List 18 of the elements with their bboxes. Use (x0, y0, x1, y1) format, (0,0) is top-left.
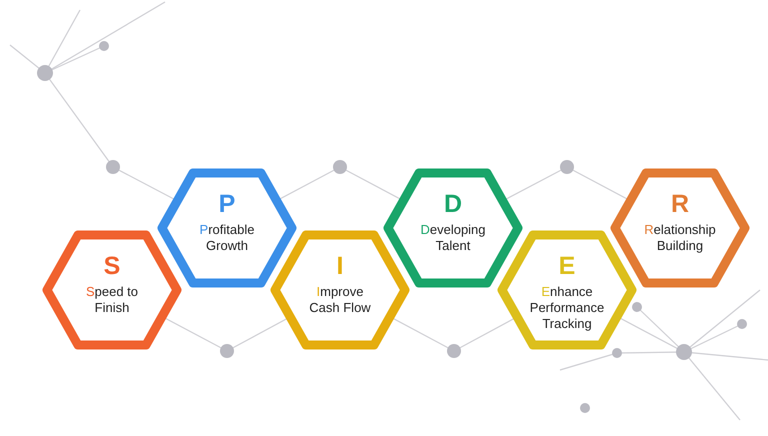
initial-letter: I (336, 252, 344, 280)
initial-letter: D (442, 190, 464, 218)
initial-letter: E (558, 252, 576, 280)
hexagon-node (610, 168, 750, 288)
node-label: Profitable Growth (198, 222, 256, 254)
node-label: Speed to Finish (84, 284, 140, 316)
node-label: Improve Cash Flow (308, 284, 372, 316)
hexagon-node (157, 168, 297, 288)
node-label: Enhance Performance Tracking (528, 284, 606, 332)
hexagon-node (42, 230, 182, 350)
initial-letter: R (670, 190, 690, 218)
initial-letter: S (102, 252, 122, 280)
hexagon-node (497, 230, 637, 350)
hexagon-node (383, 168, 523, 288)
node-label: Relationship Building (643, 222, 717, 254)
initial-letter: P (218, 190, 236, 218)
hexagon-node (270, 230, 410, 350)
node-label: Developing Talent (419, 222, 487, 254)
